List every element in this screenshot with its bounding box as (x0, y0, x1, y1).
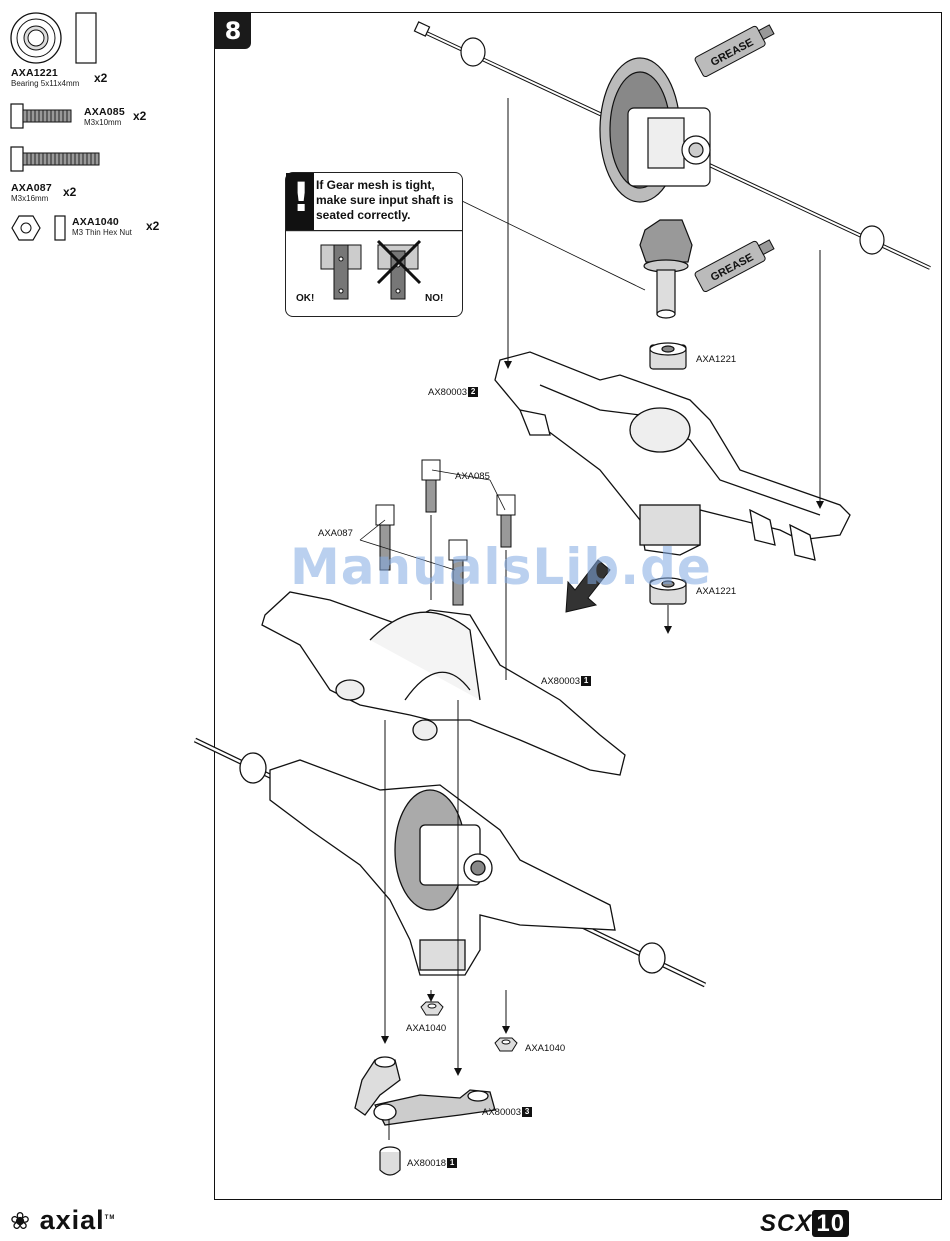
bearing-top (650, 343, 686, 369)
callout-nut-right: AXA1040 (525, 1043, 565, 1054)
no-diagram-icon (378, 241, 420, 299)
watermark: ManualsLib.de (290, 538, 712, 596)
callout-num: 1 (581, 676, 591, 686)
grease-tube-icon: GREASE (694, 20, 777, 78)
brand-mark-icon: ❀ (10, 1208, 31, 1235)
callout-nut-left: AXA1040 (406, 1023, 446, 1034)
ok-diagram-icon (321, 245, 361, 299)
assembled-axle (195, 740, 705, 985)
model-number: 10 (812, 1210, 849, 1237)
brand-logo: ❀ axialTM (10, 1205, 115, 1236)
pivot-ball (380, 1147, 400, 1175)
brand-tm: TM (105, 1215, 116, 1221)
link-mount (355, 1057, 495, 1125)
grease-tube-icon: GREASE (694, 235, 777, 293)
callout-screw-m3x10: AXA085 (455, 471, 490, 482)
hex-nut-right (495, 1038, 517, 1051)
callout-num: 1 (447, 1158, 457, 1168)
brand-name: axial (40, 1205, 105, 1235)
callout-code: AX80003 (541, 676, 580, 687)
callout-code: AX80018 (407, 1158, 446, 1169)
pinion-gear (640, 220, 692, 318)
upper-axle-housing (495, 352, 850, 560)
callout-bearing-top: AXA1221 (696, 354, 736, 365)
screw-m3x10-left (422, 460, 440, 512)
callout-code: AX80003 (428, 387, 467, 398)
model-name: SCX (760, 1210, 812, 1237)
callout-num: 3 (522, 1107, 532, 1117)
warning-no-label: NO! (425, 293, 443, 304)
callout-code: AX80003 (482, 1107, 521, 1118)
differential-ring-gear (600, 58, 710, 202)
warning-symbol: ! (292, 175, 310, 221)
hex-nut-left (421, 1002, 443, 1015)
callout-num: 2 (468, 387, 478, 397)
warning-ok-label: OK! (296, 293, 314, 304)
warning-text: If Gear mesh is tight, make sure input s… (316, 178, 461, 223)
